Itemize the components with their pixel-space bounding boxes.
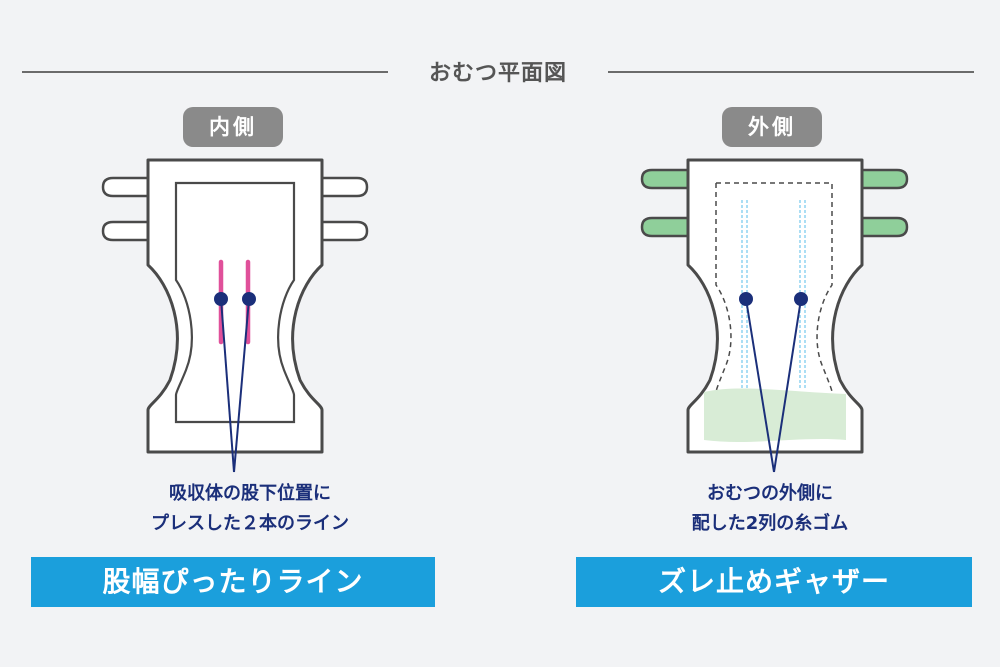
inner-caption-line-1: 吸収体の股下位置に [169,483,331,504]
outer-back-pad [704,388,846,442]
outer-diaper-illustration [640,158,909,473]
inner-absorbent-core [174,181,296,424]
outer-fastening-tabs [640,168,909,238]
outer-feature-banner: ズレ止めギャザー [576,557,972,607]
inner-caption: 吸収体の股下位置に プレスした２本のライン [80,479,420,539]
outer-caption-line-2: 配した2列の糸ゴム [691,513,849,534]
page-title: おむつ平面図 [428,61,567,86]
outer-pointer-lines [739,292,808,473]
heading-rule-right [608,71,974,73]
outer-dashed-guide [715,182,833,393]
inner-pointer-lines [214,292,256,473]
inner-fastening-tabs [101,176,369,242]
outer-caption-line-1: おむつの外側に [707,483,833,504]
outer-side-label: 外側 [722,107,822,147]
inner-caption-line-2: プレスした２本のライン [151,513,349,534]
inner-side-label: 内側 [183,107,283,147]
inner-feature-banner: 股幅ぴったりライン [31,557,435,607]
outer-caption: おむつの外側に 配した2列の糸ゴム [600,479,940,539]
inner-diaper-illustration [101,158,369,473]
heading-rule-left [22,71,388,73]
outer-diaper-outline [686,158,864,454]
inner-diaper-outline [146,158,324,454]
